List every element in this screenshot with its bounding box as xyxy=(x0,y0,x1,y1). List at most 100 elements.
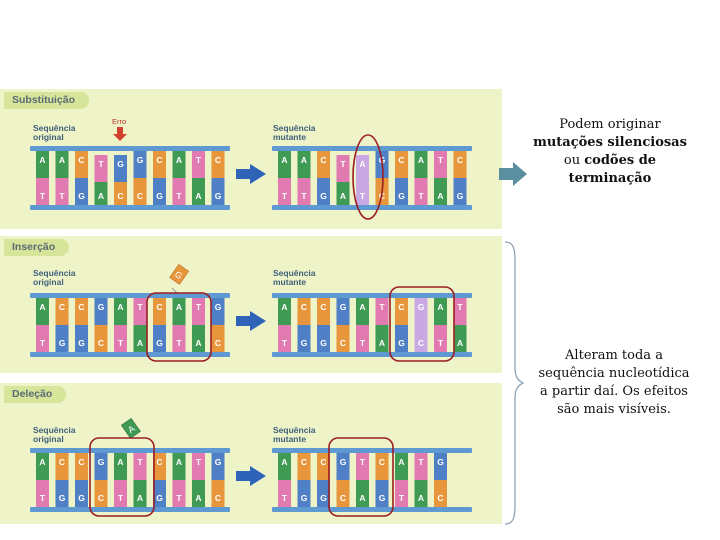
base-letter-top: C xyxy=(398,302,404,312)
base-letter-top: A xyxy=(59,155,65,165)
base-pair-bottom xyxy=(211,325,225,352)
note-bold-text: terminação xyxy=(568,171,652,186)
base-pair-top xyxy=(356,453,369,480)
base-pair-top xyxy=(153,453,166,480)
base-pair-bottom xyxy=(336,480,350,507)
base-pair-bottom xyxy=(75,480,88,507)
base-letter-bottom: T xyxy=(418,191,424,201)
label-line: Sequência xyxy=(33,425,76,435)
label-line: original xyxy=(33,434,64,444)
base-letter-bottom: T xyxy=(360,338,366,348)
inserted-nucleotide-icon: G xyxy=(169,263,190,295)
backbone-bottom xyxy=(272,205,472,210)
base-pair-bottom xyxy=(356,325,369,352)
substitution-note: Podem originar mutações silenciosas ou c… xyxy=(520,116,700,188)
backbone-top xyxy=(272,293,472,298)
base-letter-top: T xyxy=(418,457,424,467)
base-pair-bottom xyxy=(336,182,350,205)
base-letter-top: T xyxy=(137,457,143,467)
backbone-bottom xyxy=(30,507,230,512)
base-pair-top xyxy=(414,151,428,178)
base-letter-top: C xyxy=(156,155,162,165)
base-letter-top: C xyxy=(320,302,326,312)
base-letter-top: T xyxy=(196,155,202,165)
base-pair-bottom xyxy=(434,178,447,205)
base-pair-top xyxy=(356,155,369,182)
substitution-mutant-label: Sequência mutante xyxy=(273,124,316,142)
base-pair-top xyxy=(36,453,49,480)
base-pair-top xyxy=(153,298,166,325)
label-line: Sequência xyxy=(273,268,316,278)
base-letter-top: C xyxy=(398,155,404,165)
backbone-bottom xyxy=(272,352,472,357)
base-letter-top: C xyxy=(320,155,326,165)
base-pair-bottom xyxy=(94,480,108,507)
base-pair-top xyxy=(297,298,311,325)
base-letter-top: C xyxy=(379,457,385,467)
base-pair-bottom xyxy=(36,480,49,507)
base-letter-bottom: A xyxy=(195,191,201,201)
base-letter-top: G xyxy=(117,159,124,169)
base-pair-top xyxy=(114,155,127,182)
base-pair-top xyxy=(133,151,147,178)
base-pair-bottom xyxy=(375,325,389,352)
base-letter-bottom: C xyxy=(98,493,104,503)
insertion-original-label: Sequência original xyxy=(33,269,76,287)
insertion-original-circle xyxy=(146,292,212,362)
base-letter-bottom: A xyxy=(340,191,346,201)
base-pair-bottom xyxy=(434,480,447,507)
base-letter-bottom: G xyxy=(78,338,85,348)
base-pair-top xyxy=(192,151,205,178)
base-pair-bottom xyxy=(172,480,186,507)
backbone-top xyxy=(272,146,472,151)
base-pair-bottom xyxy=(36,325,49,352)
label-line: mutante xyxy=(273,434,307,444)
base-letter-bottom: T xyxy=(118,493,124,503)
base-letter-top: A xyxy=(418,155,424,165)
base-pair-top xyxy=(114,453,127,480)
base-letter-bottom: G xyxy=(320,493,327,503)
label-line: Sequência xyxy=(33,268,76,278)
base-pair-top xyxy=(75,298,88,325)
base-pair-bottom xyxy=(211,178,225,205)
base-letter-bottom: C xyxy=(215,493,221,503)
base-pair-top xyxy=(317,453,330,480)
base-pair-top xyxy=(375,453,389,480)
base-letter-bottom: C xyxy=(340,338,346,348)
base-letter-bottom: G xyxy=(78,191,85,201)
base-pair-bottom xyxy=(36,178,49,205)
base-letter-top: C xyxy=(320,457,326,467)
base-pair-bottom xyxy=(356,480,369,507)
base-letter-top: G xyxy=(98,302,105,312)
insertion-tab: Inserção xyxy=(4,239,70,256)
base-pair-bottom xyxy=(75,325,88,352)
base-pair-top xyxy=(94,298,108,325)
base-letter-bottom: G xyxy=(379,493,386,503)
note-pointer-arrow-icon xyxy=(499,162,527,186)
base-pair-top xyxy=(211,298,225,325)
base-pair-bottom xyxy=(395,480,408,507)
base-pair-bottom xyxy=(55,480,69,507)
base-pair-bottom xyxy=(153,178,166,205)
base-pair-top xyxy=(297,151,311,178)
base-letter-bottom: G xyxy=(156,338,163,348)
substitution-tab: Substituição xyxy=(4,92,90,109)
base-pair-top xyxy=(453,298,467,325)
base-letter-bottom: T xyxy=(40,191,46,201)
base-pair-top xyxy=(453,151,467,178)
backbone-bottom xyxy=(30,205,230,210)
base-letter-bottom: A xyxy=(418,493,424,503)
base-letter-top: C xyxy=(78,302,84,312)
base-pair-top xyxy=(36,151,49,178)
base-letter-top: G xyxy=(340,302,347,312)
note-line: terminação xyxy=(520,170,700,188)
deletion-mutant-circle xyxy=(328,437,394,517)
base-pair-top xyxy=(172,298,186,325)
base-letter-bottom: T xyxy=(40,493,46,503)
label-line: original xyxy=(33,132,64,142)
base-letter-top: T xyxy=(457,302,463,312)
label-line: original xyxy=(33,277,64,287)
base-pair-bottom xyxy=(153,325,166,352)
